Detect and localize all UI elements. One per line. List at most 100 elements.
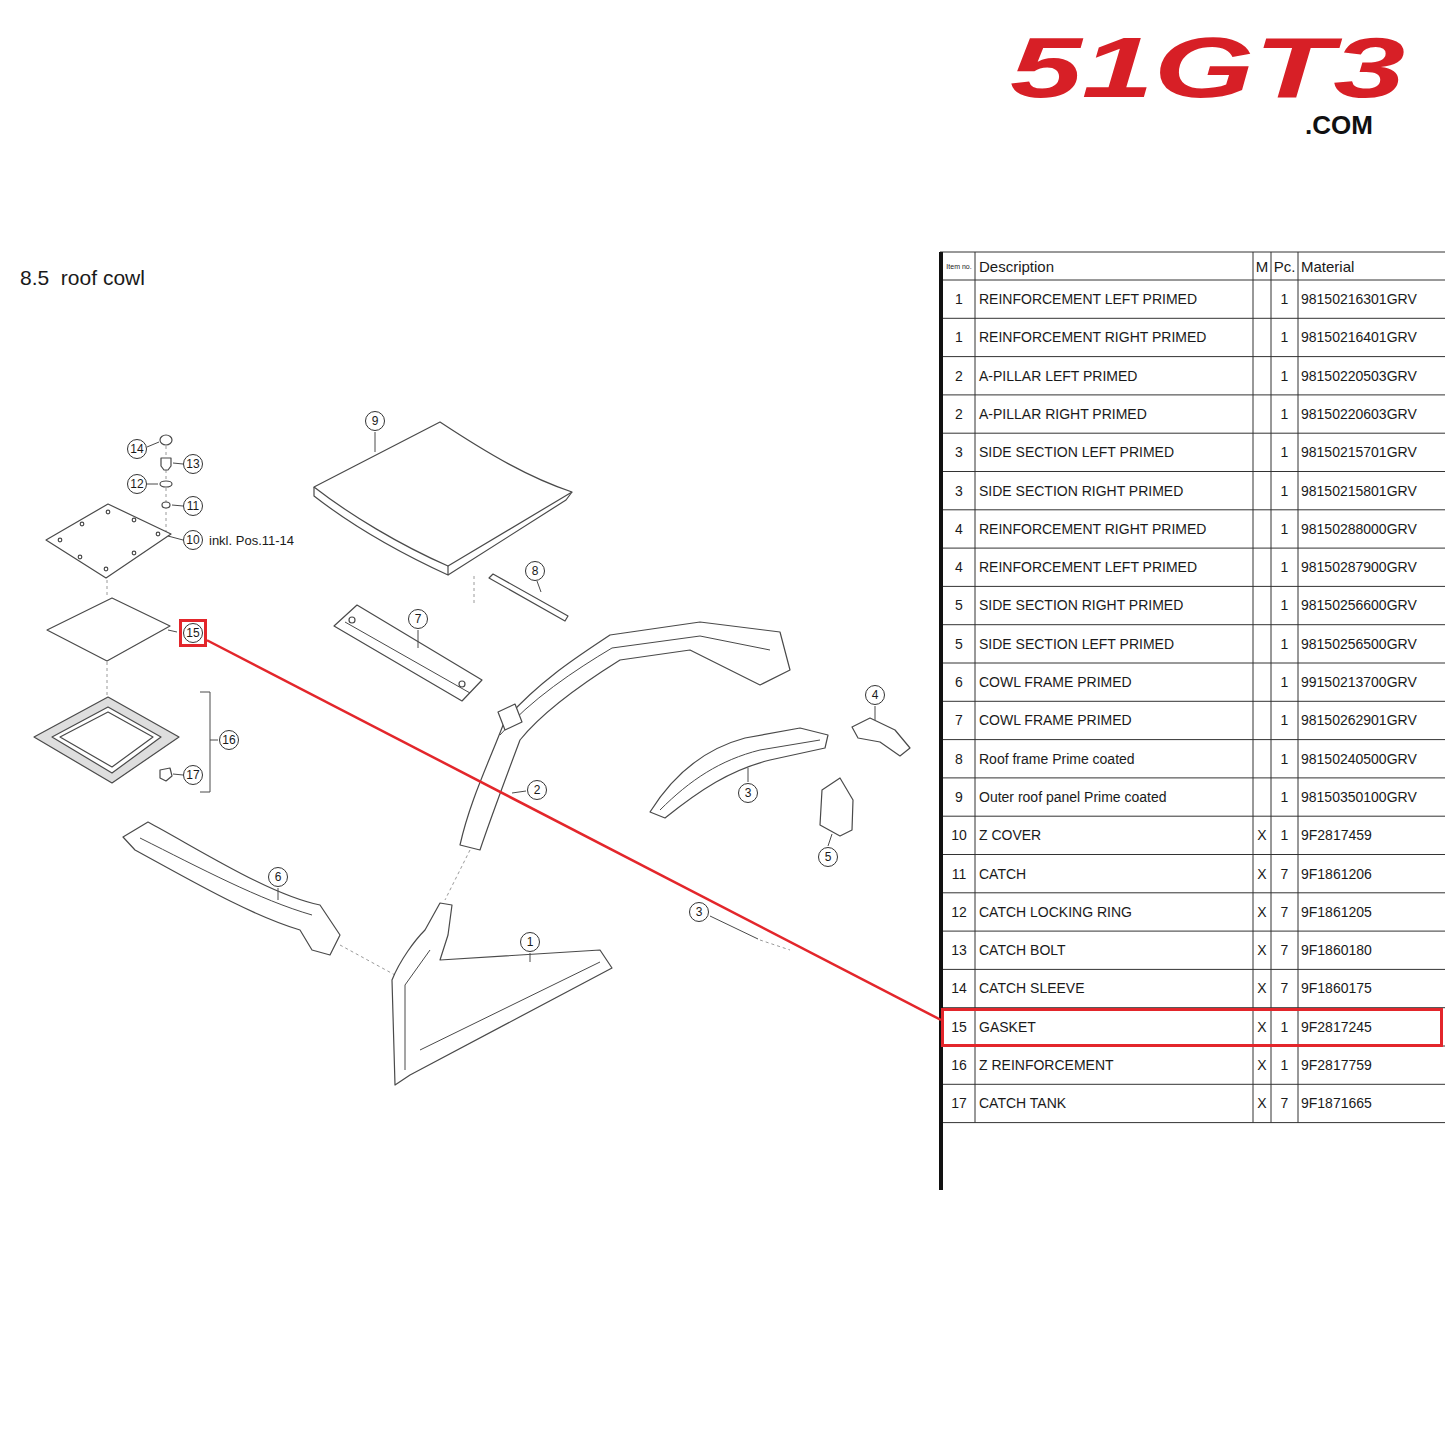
fastener-stack	[160, 435, 172, 532]
cowl-frame-rear	[334, 605, 482, 701]
table-cell: 98150287900GRV	[1301, 557, 1417, 577]
table-grid	[940, 701, 1445, 702]
callout-number: 3	[689, 902, 709, 922]
callout-number: 1	[520, 932, 540, 952]
table-cell: 2	[943, 404, 975, 424]
z-reinforcement	[52, 707, 161, 773]
table-grid	[940, 509, 1445, 510]
table-cell: CATCH LOCKING RING	[979, 902, 1132, 922]
table-grid	[940, 892, 1445, 893]
table-cell: 9F1860180	[1301, 940, 1372, 960]
callout-number: 10	[183, 530, 203, 550]
table-cell: SIDE SECTION RIGHT PRIMED	[979, 481, 1183, 501]
z-reinforcement	[60, 712, 153, 767]
table-header: M	[1253, 257, 1271, 277]
callout-note: inkl. Pos.11-14	[209, 532, 294, 550]
callout-number: 15	[183, 623, 203, 643]
table-cell: 2	[943, 366, 975, 386]
table-grid	[940, 433, 1445, 434]
brand-domain: .COM	[1305, 110, 1373, 140]
table-cell: X	[1253, 864, 1271, 884]
table-cell: 8	[943, 749, 975, 769]
table-cell: Z COVER	[979, 825, 1041, 845]
table-cell: 98150216401GRV	[1301, 327, 1417, 347]
table-cell: Z REINFORCEMENT	[979, 1055, 1114, 1075]
table-cell: 1	[1271, 710, 1298, 730]
table-cell: 3	[943, 481, 975, 501]
callout-number: 13	[183, 454, 203, 474]
table-cell: 1	[1271, 1017, 1298, 1037]
roof-frame	[489, 574, 568, 621]
table-grid	[940, 624, 1445, 625]
leader-line	[418, 630, 419, 648]
table-cell: GASKET	[979, 1017, 1036, 1037]
table-grid	[940, 280, 1445, 281]
leader-line	[147, 484, 158, 485]
table-header: Material	[1301, 257, 1354, 277]
table-cell: 1	[1271, 442, 1298, 462]
sill-reinforcement	[405, 950, 600, 1070]
table-grid	[940, 394, 1445, 395]
diagram-title: 8.5 roof cowl	[20, 265, 145, 291]
roof-panel	[448, 492, 572, 575]
callout-number: 2	[527, 780, 547, 800]
table-cell: 1	[1271, 672, 1298, 692]
leader-line	[710, 916, 758, 939]
z-cover	[58, 538, 62, 542]
side-section-bracket	[820, 778, 853, 836]
table-cell: 9F2817459	[1301, 825, 1372, 845]
z-reinforcement	[34, 697, 179, 783]
fastener-stack	[160, 435, 172, 445]
table-cell: 98150256500GRV	[1301, 634, 1417, 654]
table-cell: 1	[1271, 634, 1298, 654]
roof-panel	[314, 422, 572, 606]
table-cell: 98150288000GRV	[1301, 519, 1417, 539]
table-cell: 3	[943, 442, 975, 462]
table-cell: 1	[1271, 595, 1298, 615]
z-cover	[104, 567, 108, 571]
table-cell: 1	[1271, 825, 1298, 845]
sill-reinforcement	[392, 850, 612, 1085]
a-pillar	[500, 636, 770, 735]
z-cover	[132, 518, 136, 522]
table-cell: 99150213700GRV	[1301, 672, 1417, 692]
table-cell: 1	[943, 327, 975, 347]
table-grid	[940, 471, 1445, 472]
side-section	[660, 740, 820, 810]
table-cell: 1	[1271, 481, 1298, 501]
table-cell: X	[1253, 1055, 1271, 1075]
table-cell: 98150350100GRV	[1301, 787, 1417, 807]
cowl-frame-rear	[334, 605, 482, 701]
brand-logo: 51GT3	[1010, 24, 1405, 110]
leader-line	[168, 630, 177, 632]
cowl-frame-rear	[349, 617, 355, 623]
leader-line	[147, 442, 159, 447]
table-cell: COWL FRAME PRIMED	[979, 672, 1132, 692]
table-grid	[940, 1122, 1445, 1123]
callout-number: 8	[525, 561, 545, 581]
reinforcement-bracket	[852, 718, 910, 756]
a-pillar	[498, 704, 522, 730]
table-cell: 1	[943, 289, 975, 309]
table-cell: 17	[943, 1093, 975, 1113]
table-cell: 1	[1271, 557, 1298, 577]
cowl-frame-rear	[345, 622, 470, 693]
cowl-frame-rear	[459, 681, 465, 687]
table-cell: REINFORCEMENT LEFT PRIMED	[979, 557, 1197, 577]
table-cell: 7	[1271, 940, 1298, 960]
z-reinforcement	[34, 662, 179, 783]
table-cell: REINFORCEMENT RIGHT PRIMED	[979, 519, 1206, 539]
table-cell: 7	[1271, 864, 1298, 884]
table-cell: 9F2817245	[1301, 1017, 1372, 1037]
z-cover	[80, 522, 84, 526]
table-cell: 9F1860175	[1301, 978, 1372, 998]
table-grid	[940, 548, 1445, 549]
table-cell: 9F2817759	[1301, 1055, 1372, 1075]
highlight-box: 15	[179, 619, 207, 647]
sill-reinforcement	[392, 903, 612, 1085]
callout-number: 11	[183, 496, 203, 516]
table-cell: 4	[943, 557, 975, 577]
table-cell: 9F1861206	[1301, 864, 1372, 884]
